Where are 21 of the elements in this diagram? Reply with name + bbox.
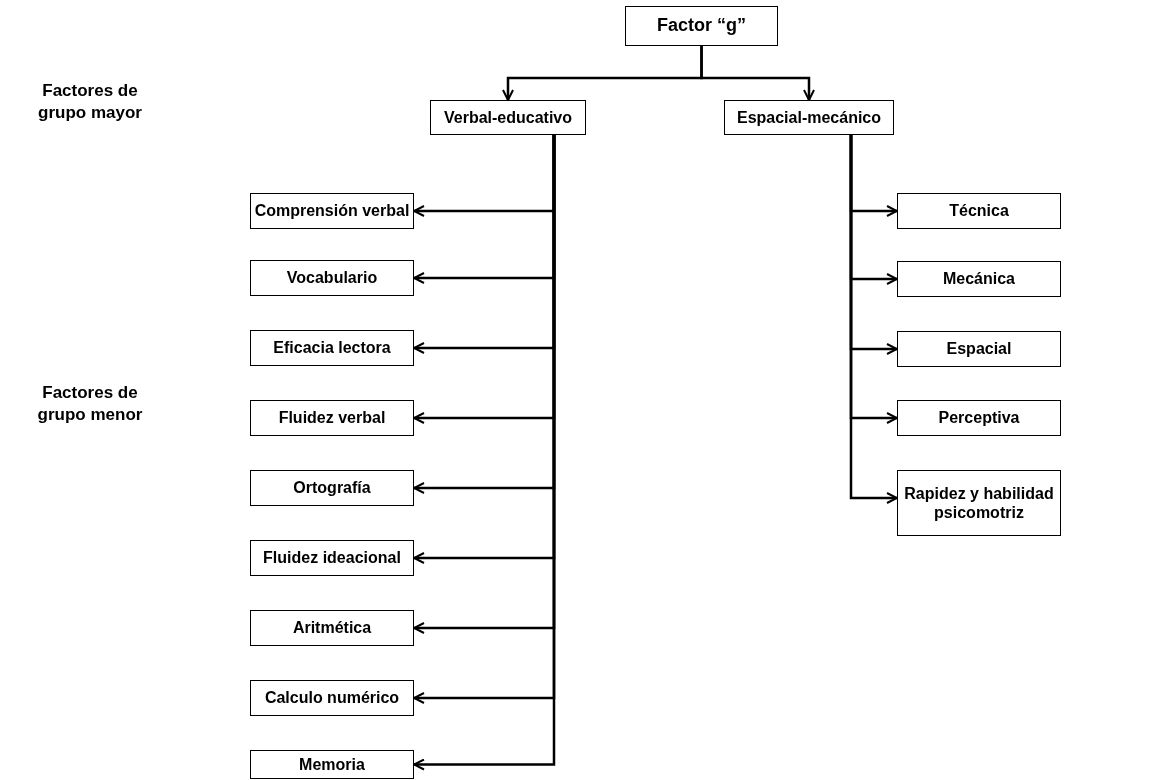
factor-box: Espacial-mecánico (724, 100, 894, 135)
factor-box: Factor “g” (625, 6, 778, 46)
arrow (849, 135, 898, 504)
factor-box: Ortografía (250, 470, 414, 506)
factor-box: Fluidez ideacional (250, 540, 414, 576)
factor-box: Calculo numérico (250, 680, 414, 716)
factor-box: Técnica (897, 193, 1061, 229)
factor-box: Rapidez y habilidad psicomotriz (897, 470, 1061, 536)
factor-box: Vocabulario (250, 260, 414, 296)
factor-box: Verbal-educativo (430, 100, 586, 135)
factor-box: Aritmética (250, 610, 414, 646)
level-label: Factores de grupo mayor (37, 80, 143, 125)
factor-box: Comprensión verbal (250, 193, 414, 229)
factor-box: Mecánica (897, 261, 1061, 297)
factor-box: Espacial (897, 331, 1061, 367)
arrow (700, 46, 815, 101)
factor-box: Fluidez verbal (250, 400, 414, 436)
factor-box: Memoria (250, 750, 414, 779)
level-label: Factores de grupo menor (36, 382, 144, 427)
factor-box: Eficacia lectora (250, 330, 414, 366)
factor-box: Perceptiva (897, 400, 1061, 436)
